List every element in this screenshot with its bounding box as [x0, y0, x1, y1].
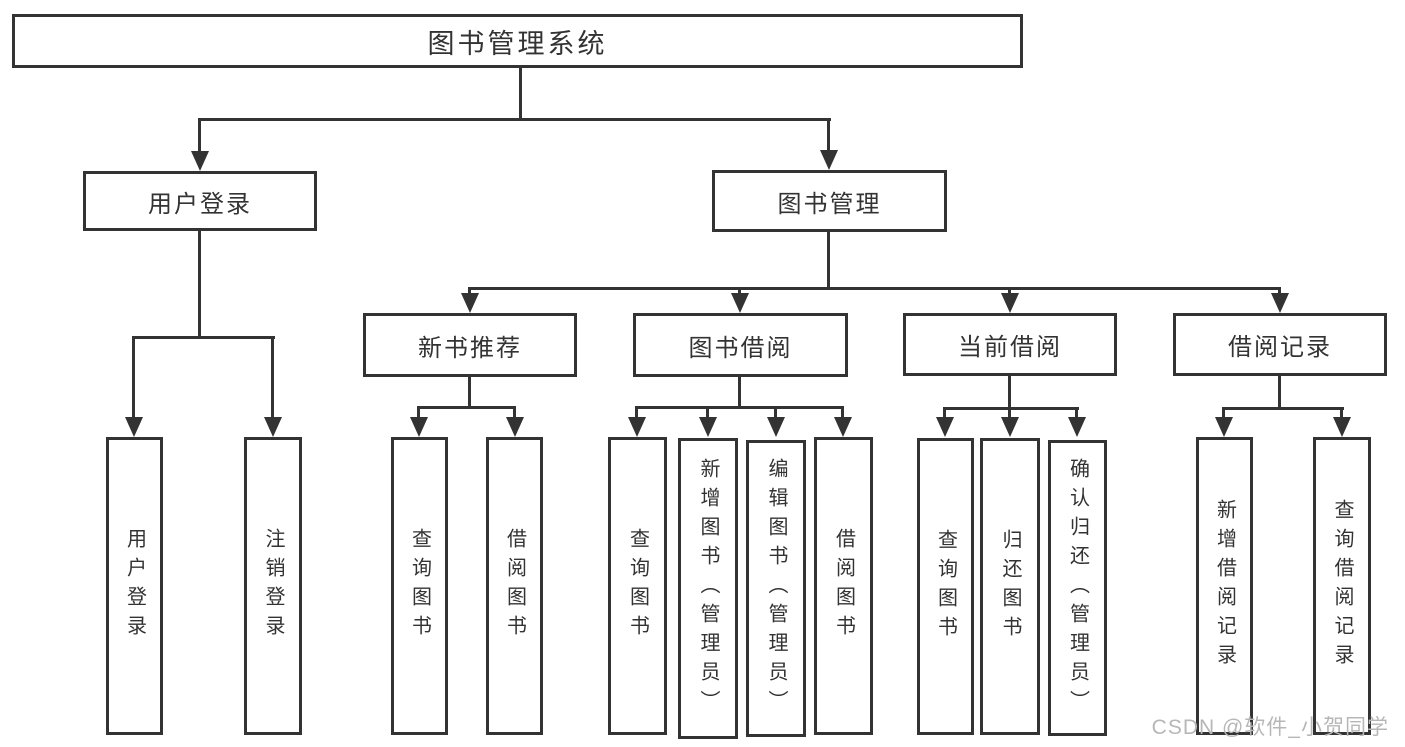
connector-drop-return-books	[1008, 407, 1011, 420]
leaf-box-query-books-3: 查询图书	[917, 438, 974, 735]
connector-drop-query-books-3	[943, 407, 946, 420]
connector-new-book-recommend-split	[417, 406, 516, 409]
leaf-box-query-books-2: 查询图书	[608, 437, 667, 735]
arrow-down-icon	[461, 293, 479, 313]
csdn-watermark: CSDN @软件_小贺同学	[1151, 716, 1389, 739]
connector-drop-borrow-books-1	[513, 406, 516, 420]
leaf-box-user-login: 用户登录	[106, 437, 163, 735]
arrow-down-icon	[125, 417, 143, 437]
arrow-down-icon	[410, 417, 428, 437]
node-box-root: 图书管理系统	[12, 14, 1023, 68]
leaf-box-add-borrow-record: 新增借阅记录	[1196, 437, 1253, 735]
connector-borrow-records-stem	[1278, 376, 1281, 409]
connector-drop-book-borrow	[738, 287, 741, 297]
node-box-book-management: 图书管理	[712, 170, 947, 232]
connector-drop-user-login	[198, 118, 201, 155]
arrow-down-icon	[731, 293, 749, 313]
connector-book-management-stem	[827, 232, 830, 289]
arrow-down-icon	[1001, 417, 1019, 437]
arrow-down-icon	[834, 417, 852, 437]
arrow-down-icon	[1271, 293, 1289, 313]
connector-drop-query-borrow-record	[1340, 407, 1343, 420]
arrow-down-icon	[191, 151, 209, 171]
node-box-new-book-recommend: 新书推荐	[363, 313, 577, 377]
connector-user-login-stem	[198, 231, 201, 338]
leaf-box-logout: 注销登录	[244, 437, 302, 735]
connector-new-book-recommend-stem	[468, 377, 471, 408]
leaf-box-borrow-books-2: 借阅图书	[814, 437, 873, 735]
connector-drop-query-books-2	[635, 406, 638, 420]
arrow-down-icon	[699, 417, 717, 437]
leaf-box-query-books-1: 查询图书	[391, 437, 448, 735]
connector-drop-current-borrow	[1008, 287, 1011, 297]
connector-drop-add-book	[706, 406, 709, 420]
connector-current-borrow-split	[943, 407, 1079, 410]
leaf-box-confirm-return-admin: 确认归还（管理员）	[1048, 440, 1107, 736]
node-box-current-borrow: 当前借阅	[903, 313, 1117, 376]
connector-current-borrow-stem	[1008, 376, 1011, 409]
leaf-box-edit-book-admin: 编辑图书（管理员）	[746, 440, 806, 737]
connector-drop-leaf-user-login	[132, 336, 135, 420]
connector-book-borrow-stem	[738, 377, 741, 408]
node-box-book-borrow: 图书借阅	[633, 313, 848, 377]
leaf-box-add-book-admin: 新增图书（管理员）	[678, 438, 738, 739]
connector-book-borrow-split	[635, 406, 844, 409]
connector-drop-book-management	[827, 118, 830, 153]
connector-drop-query-books-1	[417, 406, 420, 420]
arrow-down-icon	[506, 417, 524, 437]
node-box-user-login: 用户登录	[83, 171, 317, 231]
arrow-down-icon	[628, 417, 646, 437]
connector-drop-add-borrow-record	[1222, 407, 1225, 420]
arrow-down-icon	[1001, 293, 1019, 313]
connector-drop-borrow-records	[1278, 287, 1281, 297]
arrow-down-icon	[264, 417, 282, 437]
arrow-down-icon	[1068, 417, 1086, 437]
connector-drop-edit-book	[774, 406, 777, 420]
connector-level3-split	[469, 287, 1281, 290]
connector-drop-borrow-books-2	[841, 406, 844, 420]
connector-drop-confirm-return	[1075, 407, 1078, 420]
leaf-box-return-books: 归还图书	[980, 438, 1040, 735]
arrow-down-icon	[767, 417, 785, 437]
arrow-down-icon	[1215, 417, 1233, 437]
arrow-down-icon	[936, 417, 954, 437]
node-box-borrow-records: 借阅记录	[1173, 313, 1387, 376]
connector-user-login-split	[133, 336, 275, 339]
leaf-box-borrow-books-1: 借阅图书	[486, 437, 543, 735]
connector-level1-split	[198, 118, 831, 121]
connector-borrow-records-split	[1222, 407, 1344, 410]
connector-root-stem	[519, 67, 522, 120]
arrow-down-icon	[820, 150, 838, 170]
connector-drop-leaf-logout	[271, 336, 274, 420]
leaf-box-query-borrow-record: 查询借阅记录	[1313, 437, 1371, 735]
connector-drop-new-book-recommend	[468, 287, 471, 297]
arrow-down-icon	[1333, 417, 1351, 437]
